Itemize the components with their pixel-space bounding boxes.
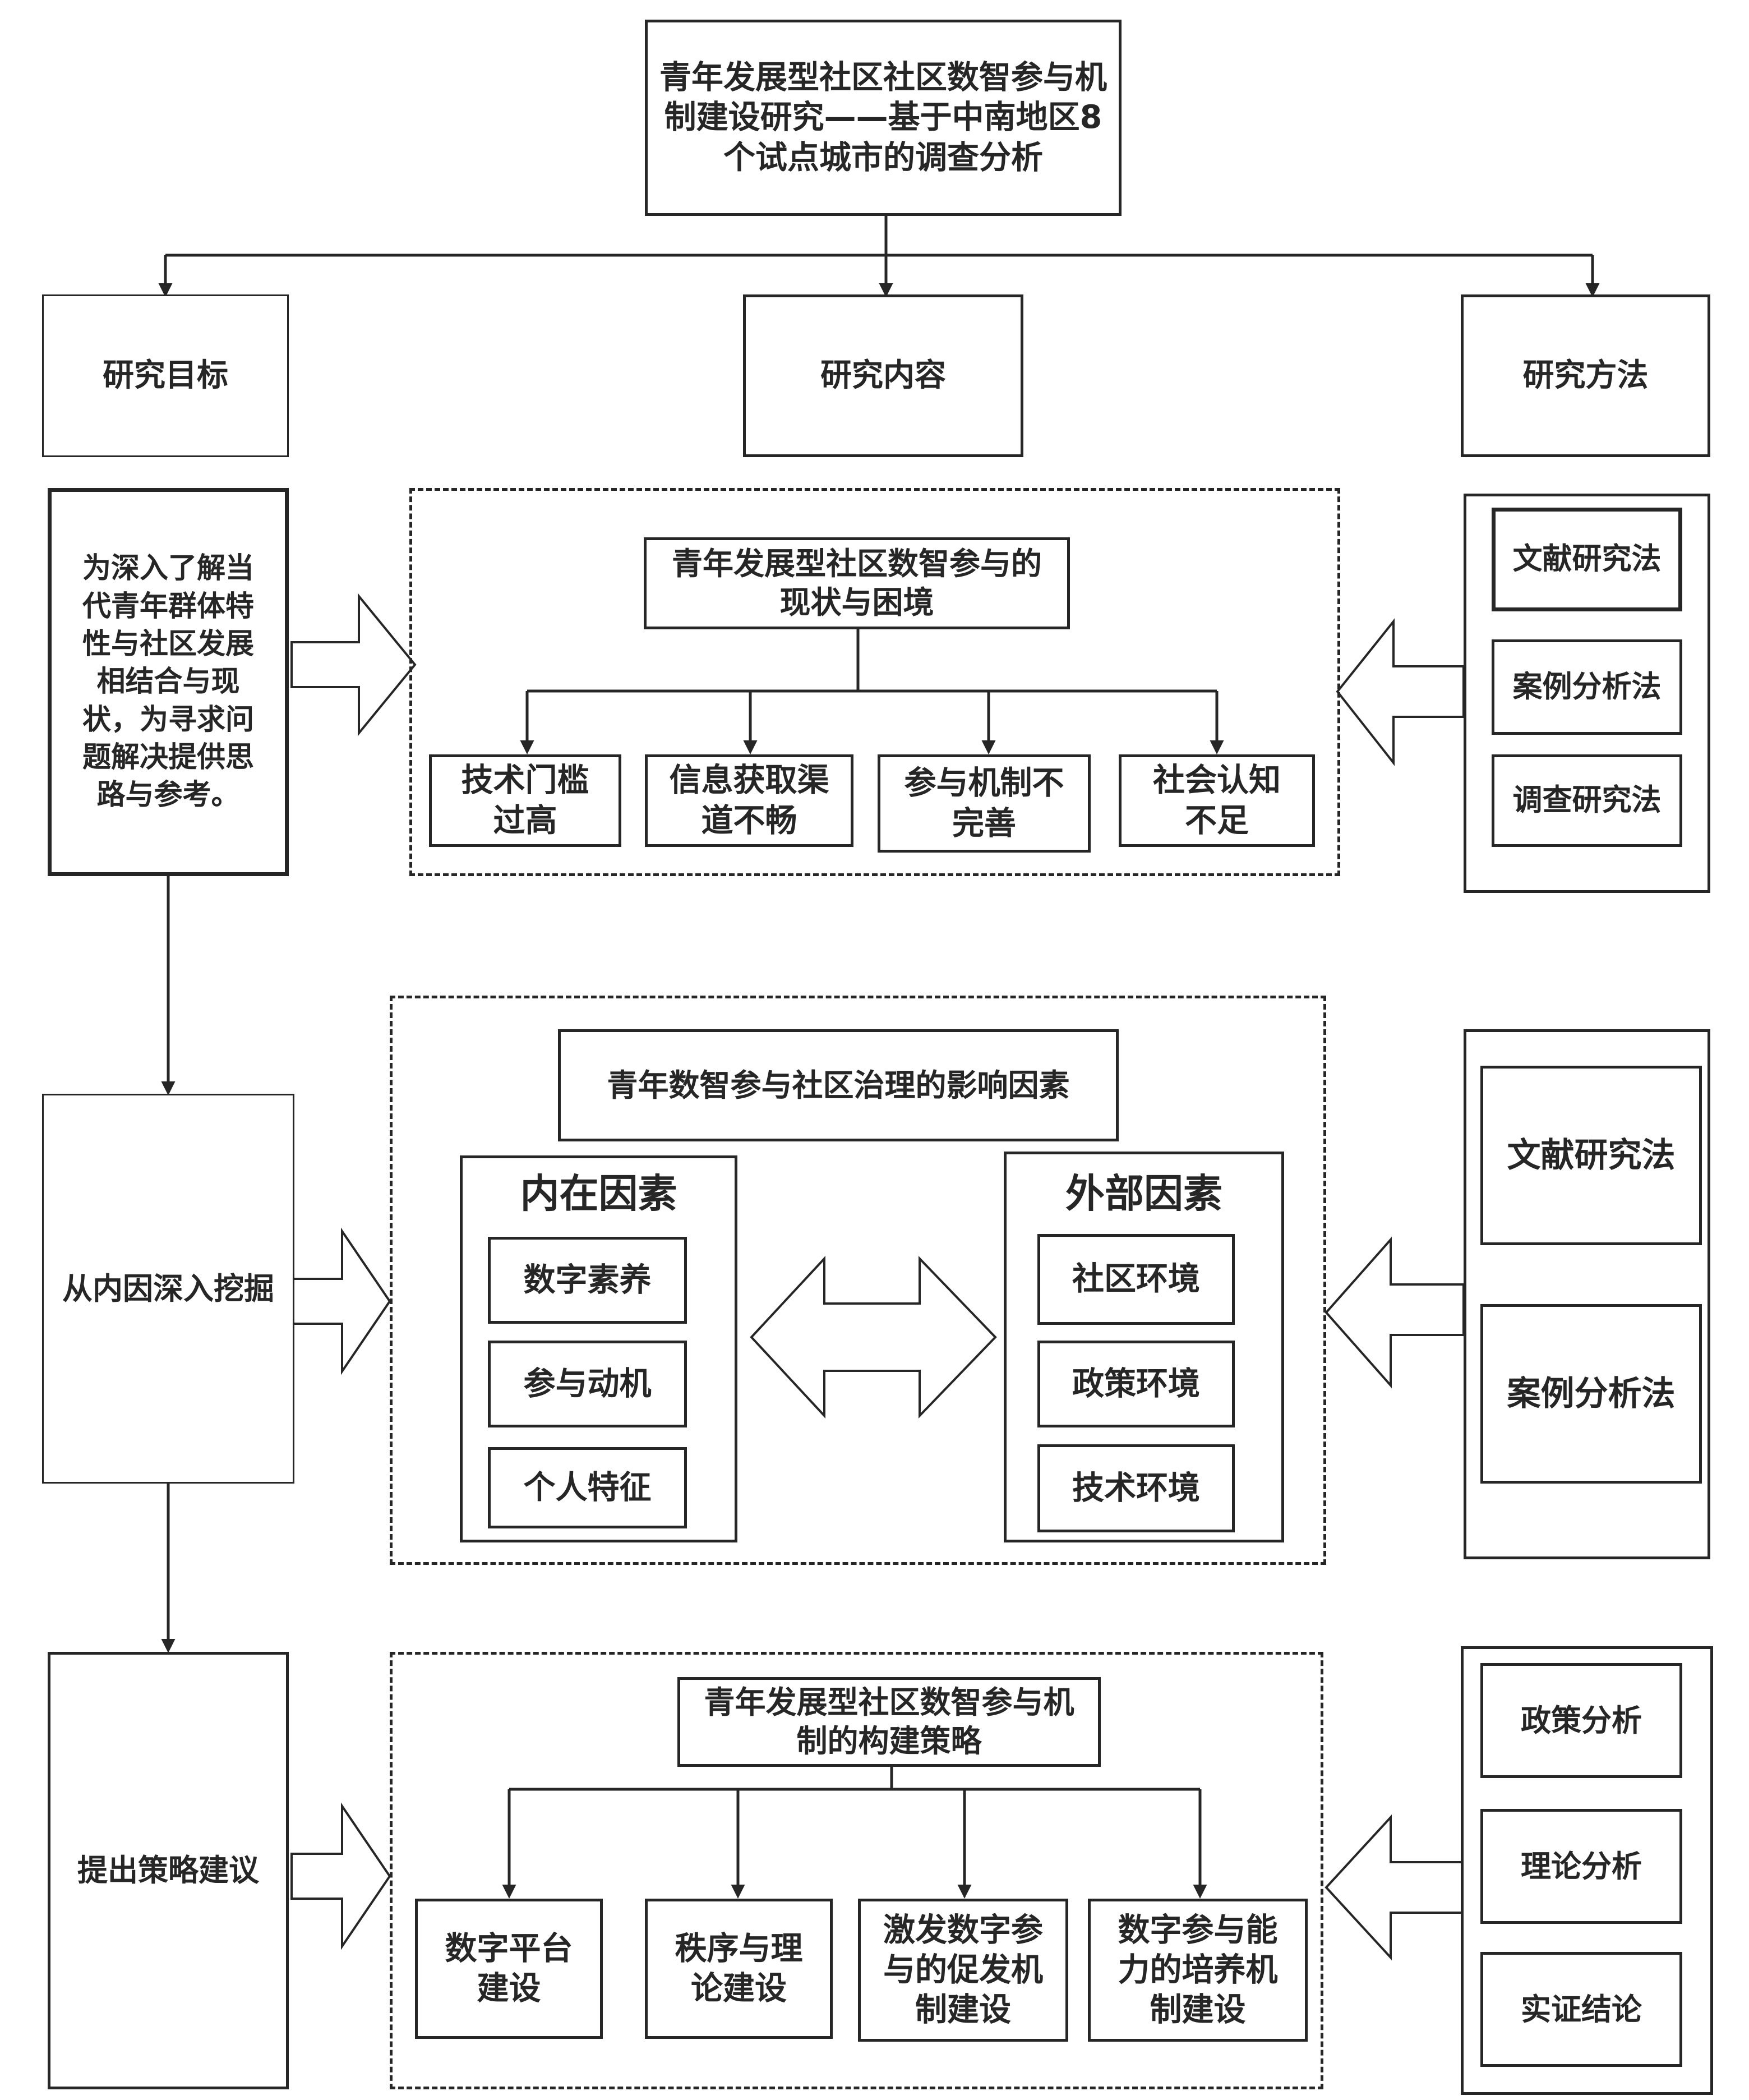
section3-method-2: 理论分析 xyxy=(1480,1809,1682,1924)
section3-item-4: 数字参与能力的培养机制建设 xyxy=(1088,1899,1308,2042)
goal-intro: 为深入了解当代青年群体特性与社区发展相结合与现状，为寻求问题解决提供思路与参考。 xyxy=(48,488,289,876)
section3-heading: 青年发展型社区数智参与机制的构建策略 xyxy=(677,1677,1101,1767)
section2-heading: 青年数智参与社区治理的影响因素 xyxy=(558,1029,1119,1141)
section2-frame xyxy=(390,996,1326,1565)
section2-method-1: 文献研究法 xyxy=(1480,1066,1702,1245)
section3-frame xyxy=(390,1652,1323,2089)
section1-item-3: 参与机制不完善 xyxy=(878,754,1091,853)
internal-factors-title: 内在因素 xyxy=(520,1171,677,1217)
diagram-title: 青年发展型社区社区数智参与机制建设研究——基于中南地区8个试点城市的调查分析 xyxy=(645,20,1122,216)
double-arrow xyxy=(750,1255,997,1419)
block-arrow-right-3 xyxy=(290,1802,391,1950)
external-factors-title: 外部因素 xyxy=(1065,1171,1222,1217)
goal-dig: 从内因深入挖掘 xyxy=(42,1094,294,1484)
external-item-3: 技术环境 xyxy=(1037,1444,1235,1532)
internal-item-1: 数字素养 xyxy=(488,1237,687,1324)
section1-method-2: 案例分析法 xyxy=(1492,639,1682,735)
goal-propose: 提出策略建议 xyxy=(48,1652,289,2089)
header-method: 研究方法 xyxy=(1461,294,1710,457)
section1-method-3: 调查研究法 xyxy=(1492,754,1682,847)
external-item-2: 政策环境 xyxy=(1037,1341,1235,1427)
external-item-1: 社区环境 xyxy=(1037,1234,1235,1325)
section3-method-1: 政策分析 xyxy=(1480,1663,1682,1778)
section3-item-3: 激发数字参与的促发机制建设 xyxy=(858,1899,1068,2042)
block-arrow-right-2 xyxy=(290,1227,391,1375)
section1-method-1: 文献研究法 xyxy=(1492,508,1682,611)
section1-item-4: 社会认知不足 xyxy=(1119,754,1315,847)
section3-item-1: 数字平台建设 xyxy=(415,1899,603,2039)
block-arrow-left-1 xyxy=(1336,618,1465,766)
section3-item-2: 秩序与理论建设 xyxy=(645,1899,833,2039)
section1-heading: 青年发展型社区数智参与的现状与困境 xyxy=(644,537,1070,629)
internal-item-2: 参与动机 xyxy=(488,1341,687,1427)
block-arrow-right-1 xyxy=(290,593,417,736)
block-arrow-left-2 xyxy=(1325,1236,1465,1389)
section2-method-2: 案例分析法 xyxy=(1480,1304,1702,1484)
header-content: 研究内容 xyxy=(743,294,1023,457)
section1-item-2: 信息获取渠道不畅 xyxy=(645,754,853,847)
section3-method-3: 实证结论 xyxy=(1480,1952,1682,2067)
internal-item-3: 个人特征 xyxy=(488,1447,687,1528)
block-arrow-left-3 xyxy=(1325,1814,1465,1961)
header-goal: 研究目标 xyxy=(42,294,289,457)
section1-item-1: 技术门槛过高 xyxy=(429,754,621,847)
section1-frame xyxy=(409,488,1340,876)
